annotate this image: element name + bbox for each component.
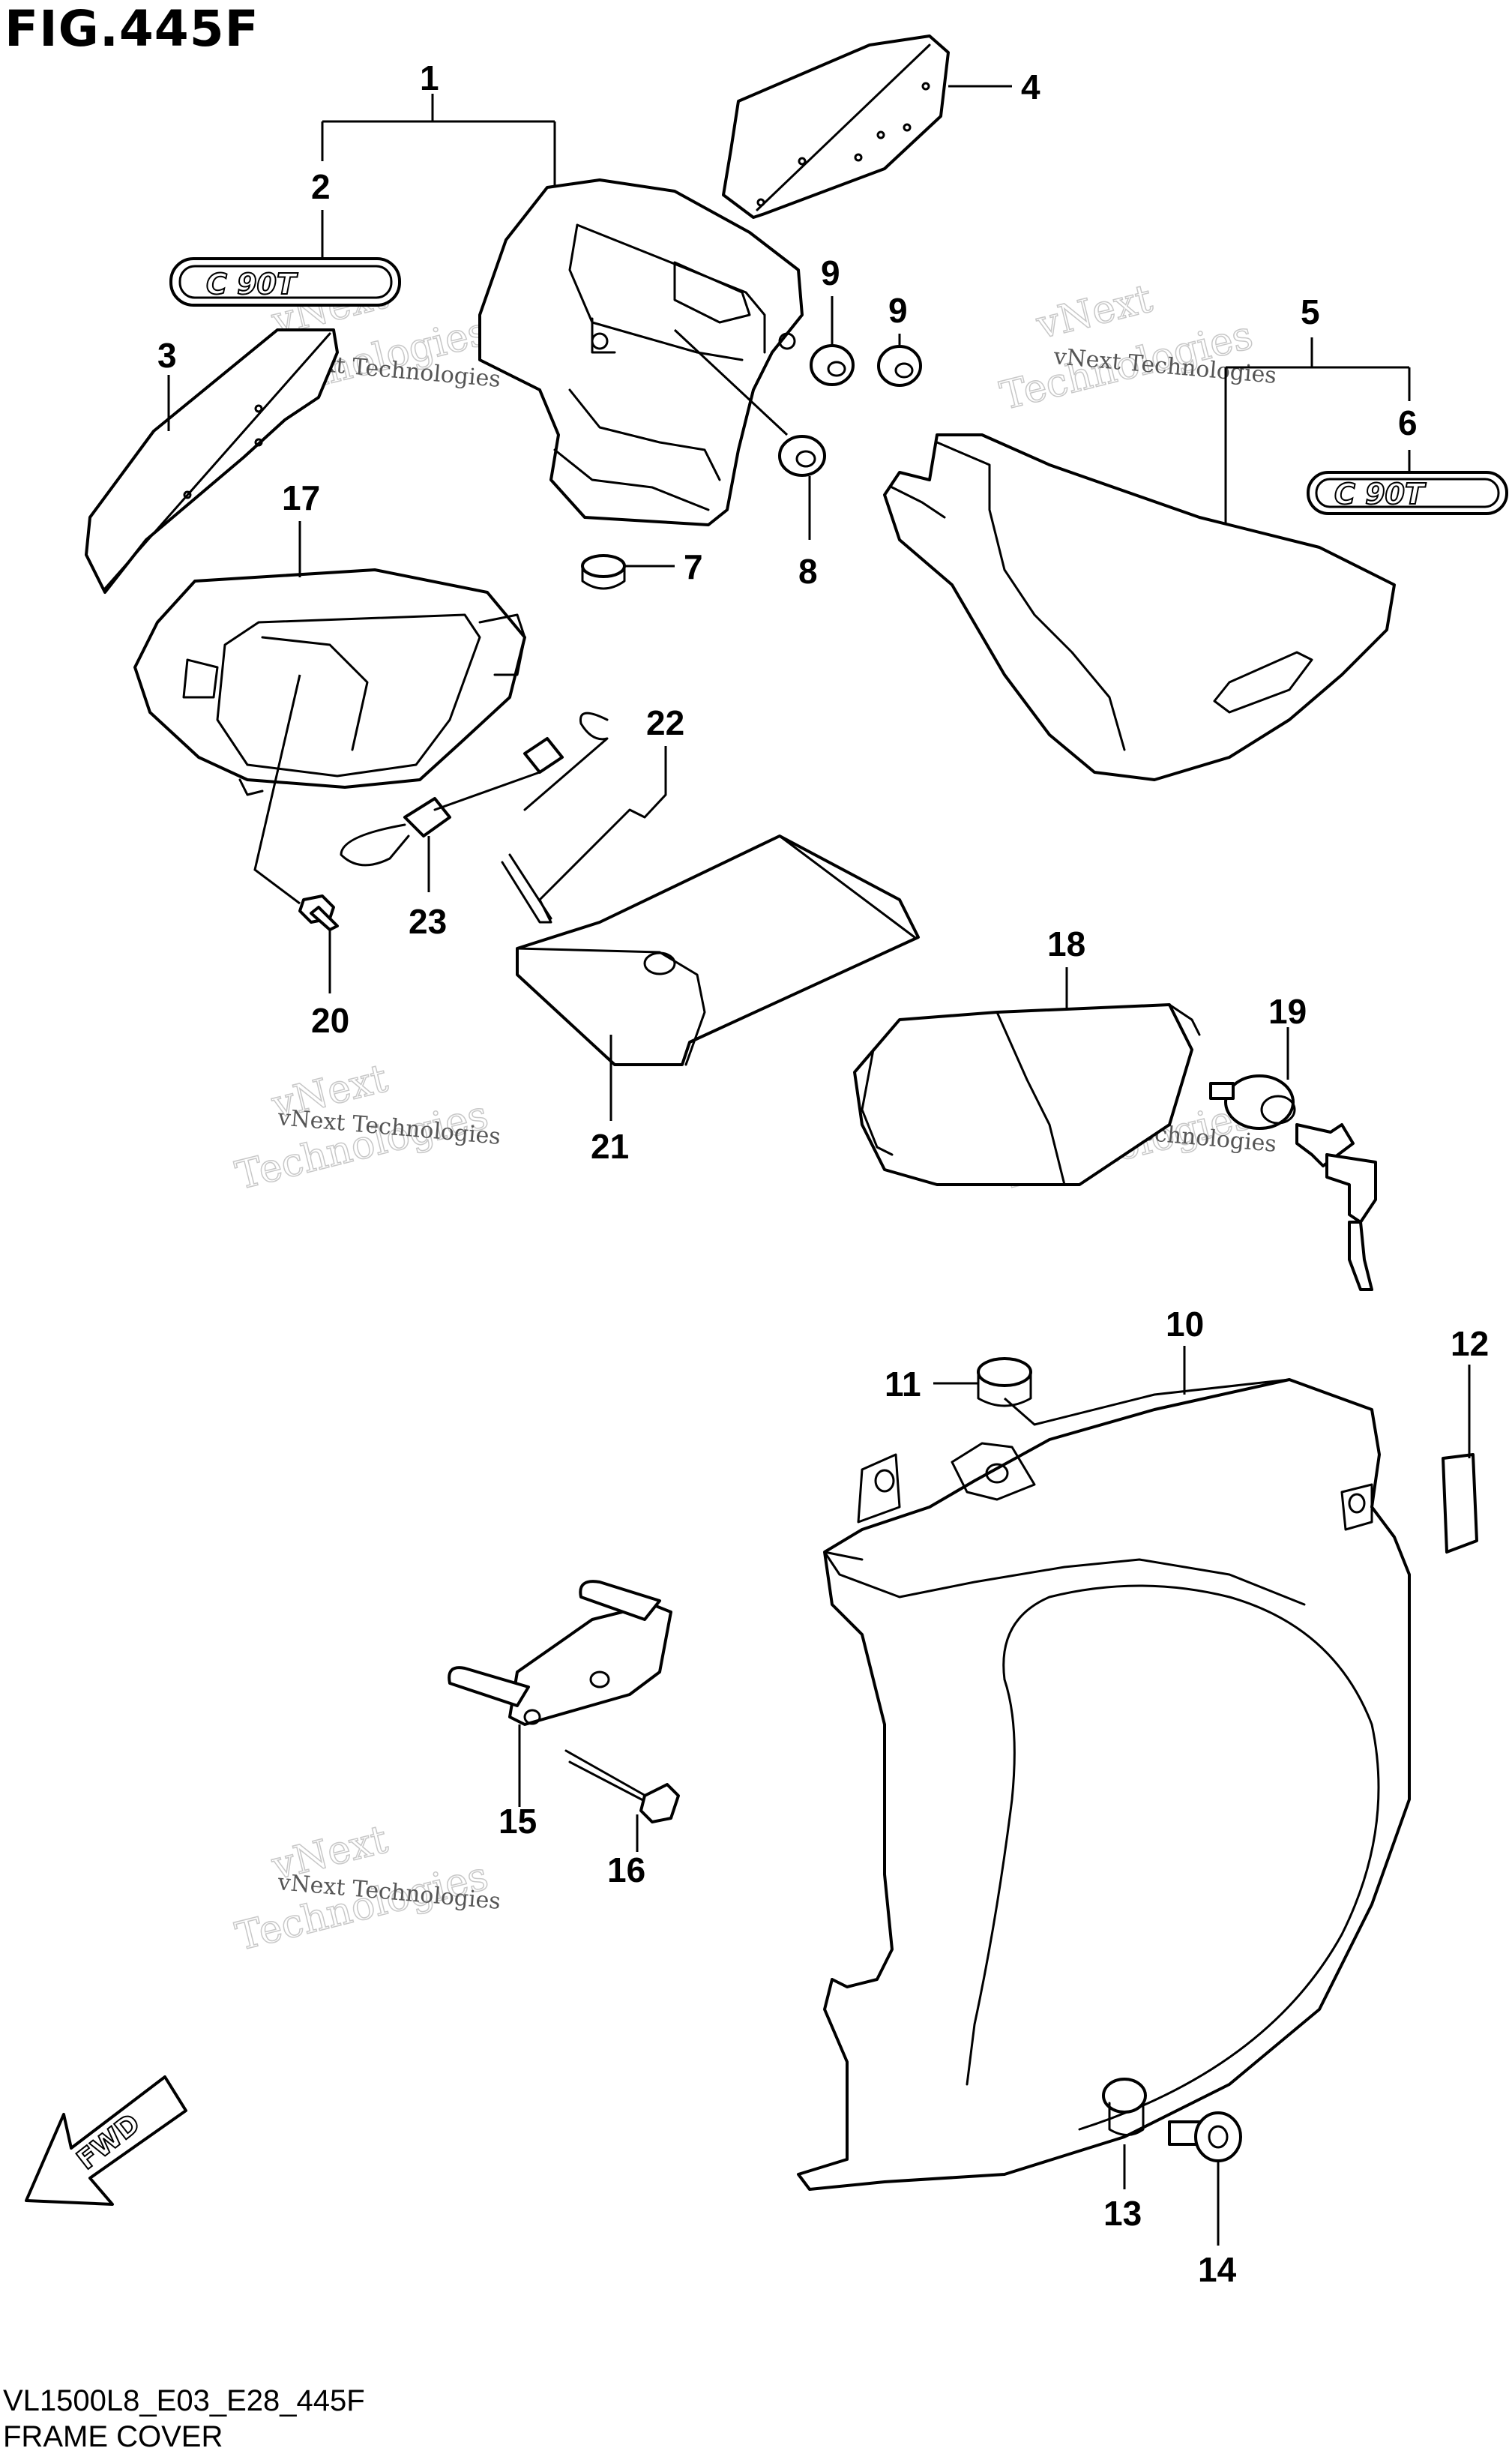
- callout-12: 12: [1451, 1324, 1489, 1363]
- callout-22: 22: [646, 703, 684, 742]
- callout-8: 8: [798, 552, 818, 591]
- badge-6-text: C 90T: [1334, 478, 1427, 511]
- part-8-grommet: [778, 435, 826, 477]
- part-21-tool-bag: [516, 834, 920, 1066]
- part-14-screw: [1168, 2111, 1242, 2162]
- callout-20: 20: [311, 1001, 349, 1040]
- part-22-hex-key: [501, 808, 646, 924]
- callout-17: 17: [282, 478, 320, 517]
- callout-21: 21: [591, 1127, 629, 1166]
- callout-13: 13: [1103, 2194, 1142, 2233]
- part-11-grommet: [977, 1357, 1032, 1407]
- callout-9b: 9: [888, 291, 908, 330]
- callout-7: 7: [684, 547, 703, 586]
- callout-14: 14: [1198, 2250, 1237, 2289]
- footer-name: FRAME COVER: [3, 2420, 223, 2453]
- part-7-grommet: [581, 554, 626, 590]
- leader-lines: [167, 85, 1471, 2246]
- callout-6: 6: [1398, 403, 1418, 442]
- part-17-housing: [133, 568, 526, 796]
- part-10-lower-cover: [797, 1378, 1411, 2191]
- part-20-bolt: [298, 894, 339, 931]
- part-6-badge: C 90T: [1307, 471, 1508, 515]
- callout-2: 2: [311, 167, 331, 206]
- footer-code: VL1500L8_E03_E28_445F: [3, 2384, 365, 2417]
- part-19-lock: [1209, 1074, 1377, 1291]
- callout-15: 15: [499, 1802, 537, 1841]
- part-5-side-cover: [883, 433, 1396, 781]
- part-23-cable: [340, 712, 609, 867]
- callout-18: 18: [1047, 924, 1085, 963]
- callout-9a: 9: [821, 253, 840, 292]
- callout-16: 16: [607, 1850, 645, 1889]
- part-18-tool-case: [853, 1003, 1201, 1186]
- callout-4: 4: [1021, 67, 1040, 106]
- part-13-grommet: [1102, 2078, 1147, 2136]
- part-9b-grommet: [877, 345, 922, 387]
- callout-5: 5: [1301, 292, 1320, 331]
- watermark-big: vNext: [1031, 276, 1157, 348]
- part-2-badge: C 90T: [169, 257, 401, 307]
- part-16-bolt: [564, 1749, 680, 1823]
- part-9a-grommet: [810, 344, 855, 386]
- part-1-upper-cover: [478, 178, 804, 526]
- callout-11: 11: [885, 1365, 921, 1404]
- part-3-sheet: [85, 328, 339, 594]
- callout-numbers: 1 2 3 4 5 6 7 8 9 9 10 11 12 13 14 15 16…: [157, 58, 1489, 2289]
- fwd-arrow-icon: FWD: [25, 2075, 187, 2206]
- part-12-label: [1442, 1453, 1478, 1554]
- figure-title: FIG.445F: [4, 0, 259, 58]
- callout-3: 3: [157, 336, 177, 375]
- badge-2-text: C 90T: [206, 268, 298, 301]
- part-4-sheet: [722, 34, 950, 219]
- callout-10: 10: [1166, 1305, 1204, 1344]
- part-15-bracket: [448, 1580, 672, 1726]
- callout-23: 23: [409, 902, 447, 941]
- callout-1: 1: [420, 58, 439, 97]
- callout-19: 19: [1268, 992, 1307, 1031]
